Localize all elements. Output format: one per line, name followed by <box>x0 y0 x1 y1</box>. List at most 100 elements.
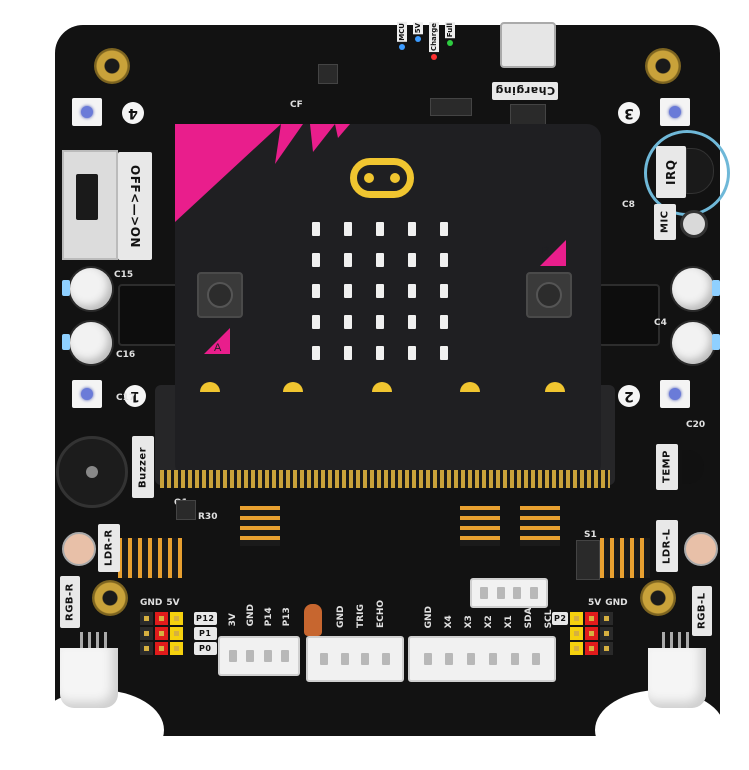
resistor-array <box>460 506 500 546</box>
connector-pin-label: GND <box>424 606 434 629</box>
connector-pin-label: X4 <box>444 615 454 629</box>
connector-pin <box>488 653 497 665</box>
header-pin[interactable] <box>600 612 613 625</box>
button-b-label: B <box>542 245 549 257</box>
header-pin[interactable] <box>170 612 183 625</box>
connector-3-labels: GND X4 X3 X2 X1 SDA SCL <box>424 606 554 628</box>
header-pin[interactable] <box>585 627 598 640</box>
header-pin[interactable] <box>600 642 613 655</box>
connector-pin-label: 3V <box>228 613 238 627</box>
mounting-pad-top-left <box>94 48 130 84</box>
i2c-small-connector[interactable] <box>470 578 548 608</box>
mounting-pad-top-right <box>645 48 681 84</box>
connector-pin <box>263 650 272 662</box>
magenta-triangle <box>540 240 566 266</box>
usb-port[interactable] <box>500 22 556 68</box>
header-row <box>140 627 183 640</box>
header-label: 5V <box>588 598 602 608</box>
connector-pin <box>510 653 519 665</box>
button-b[interactable] <box>526 272 572 318</box>
button-cap-icon <box>536 282 562 308</box>
smd-chip <box>318 64 338 84</box>
connector-pin-label: X2 <box>484 615 494 629</box>
matrix-led <box>312 253 320 267</box>
led-indicator-icon <box>399 43 405 50</box>
inductor-left <box>118 284 180 346</box>
mic-label: MIC <box>654 204 676 240</box>
led-number-4: 4 <box>122 102 144 124</box>
ultrasonic-connector[interactable] <box>306 636 404 682</box>
status-led-charge: Charge <box>429 22 439 61</box>
matrix-led <box>312 284 320 298</box>
matrix-led <box>376 346 384 360</box>
matrix-led <box>440 315 448 329</box>
resistor-array <box>240 506 280 546</box>
header-pin[interactable] <box>570 642 583 655</box>
logo-eye-icon <box>390 173 400 183</box>
header-pin[interactable] <box>570 627 583 640</box>
capacitor-tag <box>712 280 720 296</box>
silk-label: C4 <box>654 318 667 328</box>
magenta-triangle <box>310 124 335 152</box>
header-pin[interactable] <box>140 627 153 640</box>
button-b-marker: B <box>540 240 566 266</box>
status-led-label: Full <box>445 22 455 39</box>
connector-pin-label: GND <box>336 605 346 628</box>
microbit-logo[interactable] <box>350 158 414 198</box>
matrix-led <box>344 222 352 236</box>
power-switch[interactable] <box>62 150 118 260</box>
capacitor-tag <box>62 280 70 296</box>
connector-1[interactable] <box>218 636 300 676</box>
pin-label: P0 <box>194 642 217 655</box>
header-pin[interactable] <box>170 642 183 655</box>
matrix-led <box>344 253 352 267</box>
button-cap-icon <box>207 282 233 308</box>
led-matrix <box>312 222 448 360</box>
edge-connector-pins <box>160 470 610 488</box>
header-pin[interactable] <box>155 612 168 625</box>
header-pin[interactable] <box>585 642 598 655</box>
header-pin[interactable] <box>140 612 153 625</box>
resistor-array <box>118 538 182 578</box>
connector-pin <box>445 653 454 665</box>
temp-sensor <box>682 450 704 484</box>
pin-label: P12 <box>194 612 217 625</box>
switch-knob[interactable] <box>76 174 98 220</box>
microbit-corner-graphic <box>175 124 350 222</box>
left-header-pin-labels: P12 P1 P0 <box>194 612 217 655</box>
button-a[interactable] <box>197 272 243 318</box>
header-pin[interactable] <box>600 627 613 640</box>
matrix-led <box>312 315 320 329</box>
status-led-group: MCU 5V Charge Full <box>397 22 455 61</box>
header-pin[interactable] <box>155 642 168 655</box>
sensor-connector[interactable] <box>408 636 556 682</box>
rgb-led-leads <box>80 632 112 648</box>
capacitor-tag <box>62 334 70 350</box>
mounting-pad-bottom-right <box>640 580 676 616</box>
header-label: GND <box>605 598 628 608</box>
led-indicator-icon <box>447 40 453 47</box>
connector-pin-label: X3 <box>464 615 474 629</box>
rgb-l-label: RGB-L <box>692 586 712 636</box>
off-on-label: OFF<—>ON <box>118 152 152 260</box>
right-header-top-labels: 5V GND <box>588 598 628 608</box>
status-led-full: Full <box>445 22 455 60</box>
right-pin-header[interactable] <box>570 612 613 655</box>
header-pin[interactable] <box>155 627 168 640</box>
connector-pin <box>229 650 238 662</box>
left-pin-header[interactable] <box>140 612 183 655</box>
led-number-2: 2 <box>618 385 640 407</box>
buzzer-hole-icon <box>86 466 98 478</box>
microphone <box>680 210 708 238</box>
rgb-led-leads <box>662 632 694 648</box>
connector-pin <box>496 587 505 599</box>
matrix-led <box>344 315 352 329</box>
matrix-led <box>408 222 416 236</box>
header-pin[interactable] <box>570 612 583 625</box>
capacitor-c8 <box>672 268 714 310</box>
rgb-led-r <box>60 648 118 708</box>
left-header-top-labels: GND 5V <box>140 598 180 608</box>
header-pin[interactable] <box>585 612 598 625</box>
header-pin[interactable] <box>140 642 153 655</box>
header-pin[interactable] <box>170 627 183 640</box>
